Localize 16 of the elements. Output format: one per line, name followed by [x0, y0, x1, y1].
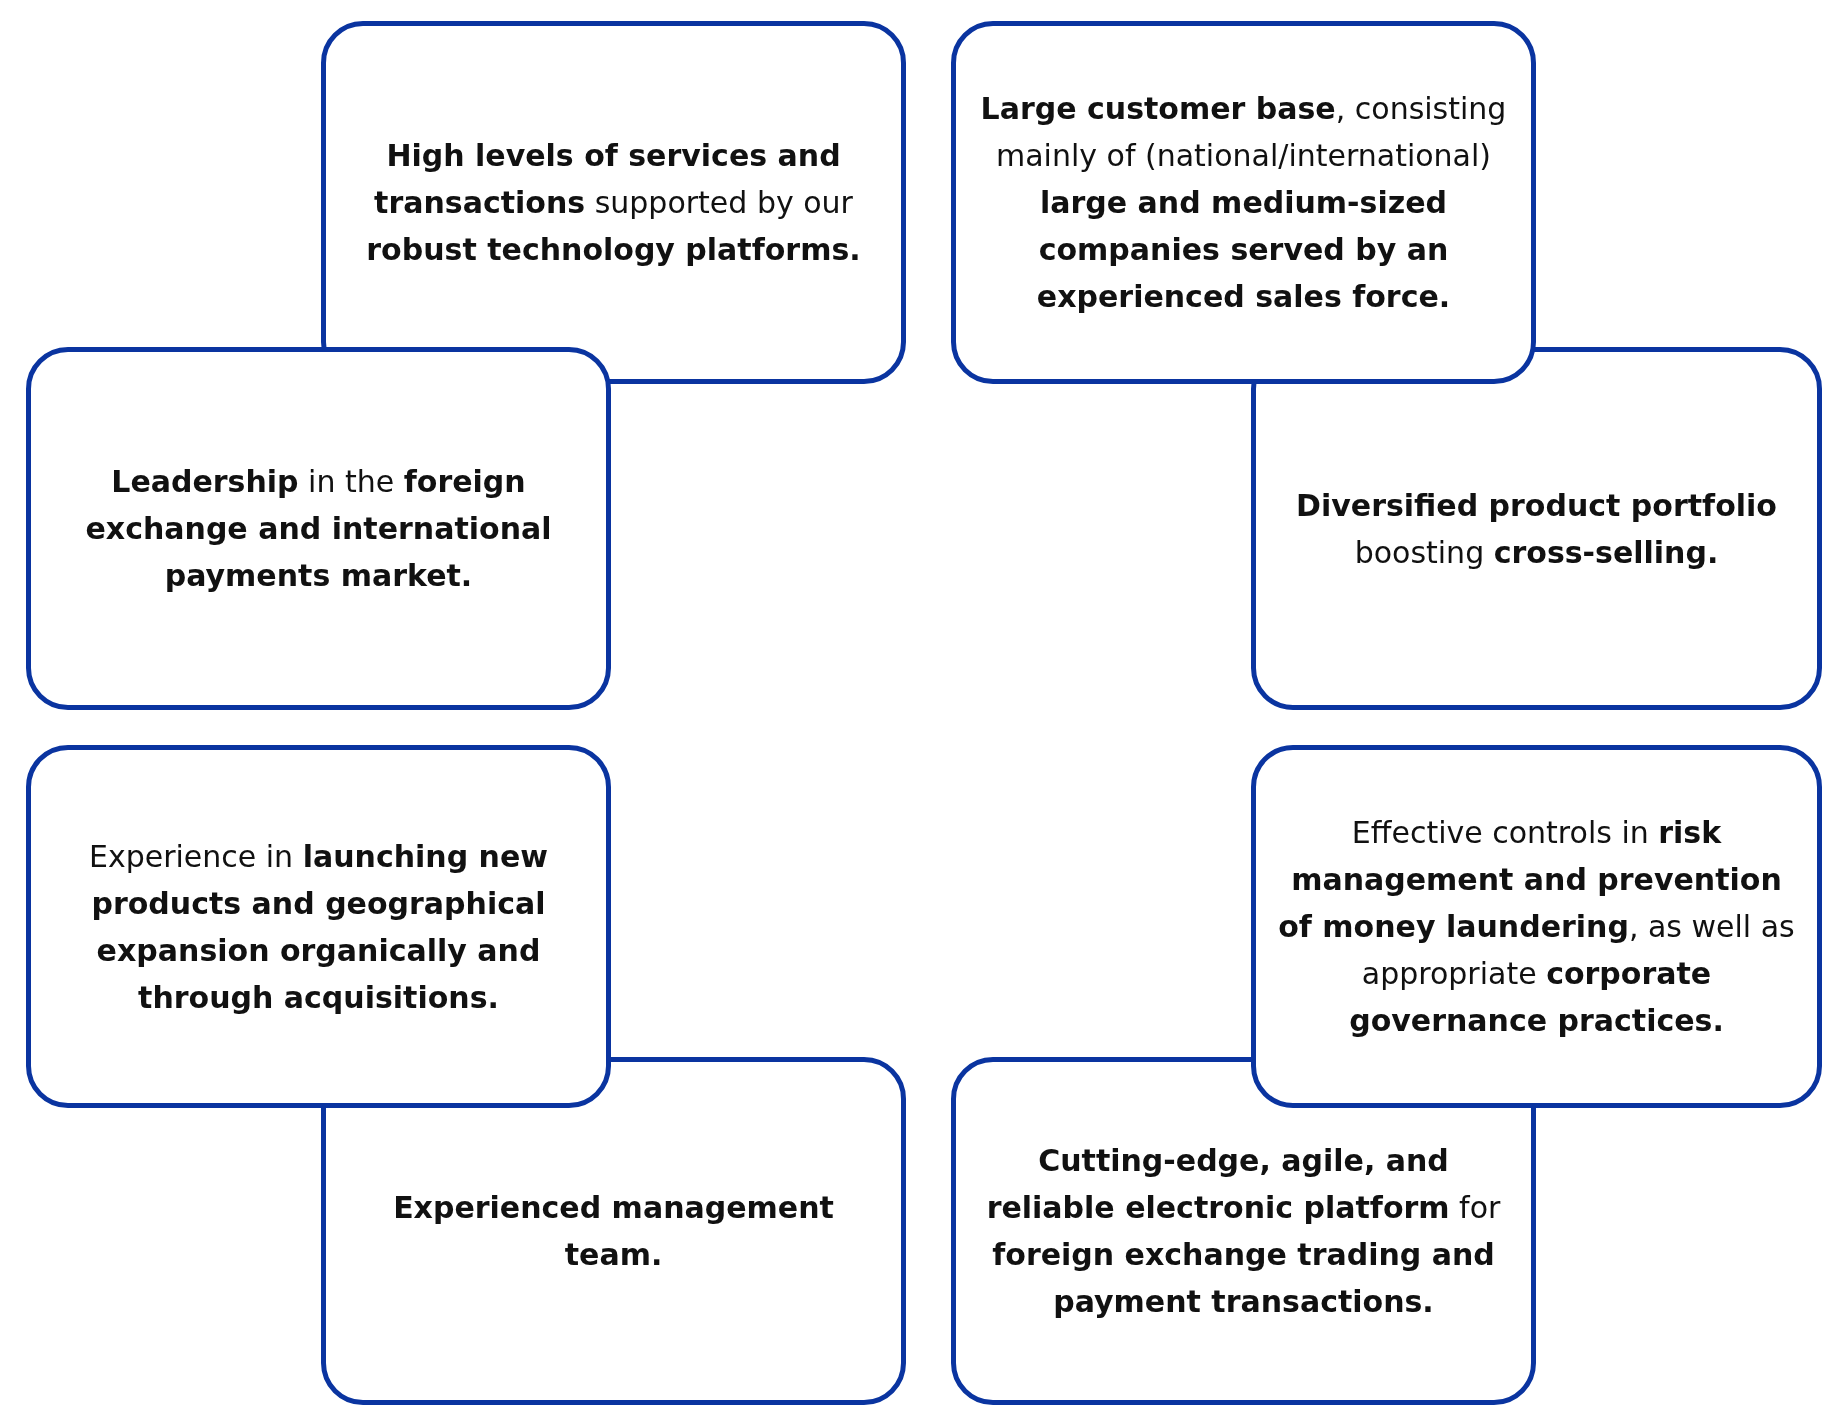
rounded-box: [951, 1057, 1536, 1405]
box-text: High levels of services and transactions supported by our robust technology platforms.: [365, 137, 862, 269]
rounded-box: [26, 347, 611, 710]
rounded-box: [1251, 745, 1822, 1108]
box-text: Leadership in the foreign exchange and international payments market.: [84, 463, 553, 595]
rounded-box: [321, 1057, 906, 1405]
rounded-box: [26, 745, 611, 1108]
box-text: Effective controls in risk management and prevention of money laundering, as well as appropriate corporate governance practices.: [1278, 814, 1795, 1040]
rounded-box: [321, 21, 906, 384]
box-text: Cutting-edge, agile, and reliable electronic platform for foreign exchange trading and payment transactions.: [985, 1142, 1502, 1321]
box-text: Diversified product portfolio boosting cross-selling.: [1295, 486, 1778, 572]
box-text: Experienced management team.: [392, 1189, 835, 1274]
rounded-box: [951, 21, 1536, 384]
box-text: Experience in launching new products and geographical expansion organically and through acquisitions.: [87, 837, 550, 1017]
rounded-box: [1251, 347, 1822, 710]
box-text: Large customer base, consisting mainly of (national/international) large and medium-sized companies served by an experienced sales force.: [979, 90, 1508, 316]
